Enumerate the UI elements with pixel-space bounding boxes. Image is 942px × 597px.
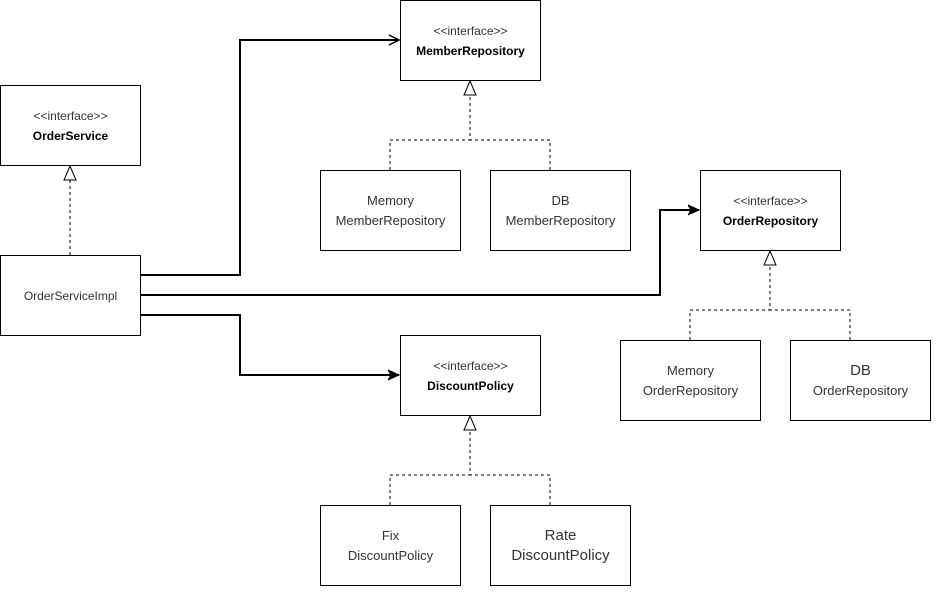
memory-order-repository-node[interactable]: Memory OrderRepository [620,340,761,421]
discount-policy-title: DiscountPolicy [427,378,514,393]
rate-discount-policy-line1: Rate [544,526,577,544]
db-order-repository-line1: DB [850,361,871,379]
order-repository-title: OrderRepository [722,213,819,228]
discount-policy-node[interactable]: <<interface>> DiscountPolicy [400,335,541,416]
member-repository-title: MemberRepository [416,43,525,58]
order-service-impl-title: OrderServiceImpl [23,288,118,303]
db-member-repository-line2: MemberRepository [505,212,616,228]
realization-arrowhead [763,249,777,266]
memory-order-repository-line2: OrderRepository [642,382,739,398]
db-order-repository-line2: OrderRepository [812,382,909,398]
member-repository-node[interactable]: <<interface>> MemberRepository [400,0,541,81]
member-repository-stereotype: <<interface>> [433,23,508,38]
discount-policy-stereotype: <<interface>> [433,358,508,373]
order-repository-node[interactable]: <<interface>> OrderRepository [700,170,841,251]
memory-order-repository-line1: Memory [667,362,714,378]
edge-ratediscountpolicy-realizes-discountpolicy [470,474,551,505]
order-service-stereotype: <<interface>> [33,108,108,123]
order-repository-stereotype: <<interface>> [733,193,808,208]
memory-member-repository-line1: Memory [367,192,414,208]
db-member-repository-line1: DB [551,192,570,208]
edge-memorymemberrepository-realizes-memberrepository [389,95,471,170]
edge-orderserviceimpl-to-memberrepository [141,40,399,276]
realization-arrowhead [463,414,477,431]
rate-discount-policy-node[interactable]: Rate DiscountPolicy [490,505,631,586]
fix-discount-policy-line1: Fix [381,527,400,543]
edge-memoryorderrepository-realizes-orderrepository [689,265,771,340]
fix-discount-policy-line2: DiscountPolicy [347,547,434,563]
order-service-title: OrderService [32,128,109,143]
realization-arrowhead [463,79,477,96]
memory-member-repository-line2: MemberRepository [335,212,446,228]
db-member-repository-node[interactable]: DB MemberRepository [490,170,631,251]
edge-orderserviceimpl-to-discountpolicy [141,314,399,375]
rate-discount-policy-line2: DiscountPolicy [511,546,610,564]
memory-member-repository-node[interactable]: Memory MemberRepository [320,170,461,251]
db-order-repository-node[interactable]: DB OrderRepository [790,340,931,421]
edge-fixdiscountpolicy-realizes-discountpolicy [389,430,471,505]
order-service-impl-node[interactable]: OrderServiceImpl [0,255,141,336]
edge-dbmemberrepository-realizes-memberrepository [470,139,551,170]
edge-dborderrepository-realizes-orderrepository [770,309,851,340]
edge-orderserviceimpl-to-orderrepository [141,210,699,296]
realization-arrowhead [63,164,77,181]
fix-discount-policy-node[interactable]: Fix DiscountPolicy [320,505,461,586]
order-service-node[interactable]: <<interface>> OrderService [0,85,141,166]
